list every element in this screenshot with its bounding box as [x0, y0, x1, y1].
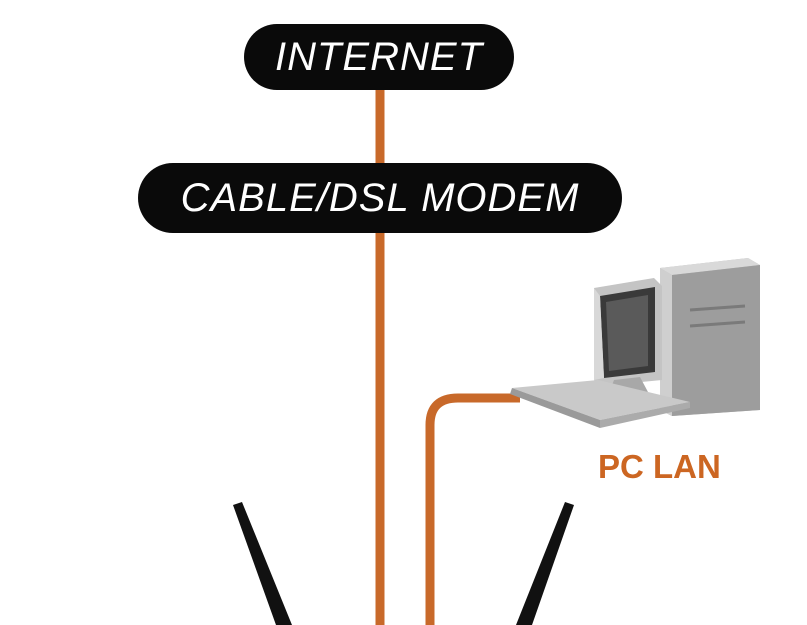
internet-label: INTERNET: [275, 34, 483, 79]
modem-node: CABLE/DSL MODEM: [138, 163, 622, 233]
router-antenna-icon: [233, 502, 574, 625]
pc-lan-label: PC LAN: [598, 448, 721, 485]
desktop-computer-icon: [510, 258, 760, 428]
pc-lan-cable: [425, 393, 520, 625]
internet-node: INTERNET: [244, 24, 514, 90]
modem-label: CABLE/DSL MODEM: [180, 175, 580, 220]
